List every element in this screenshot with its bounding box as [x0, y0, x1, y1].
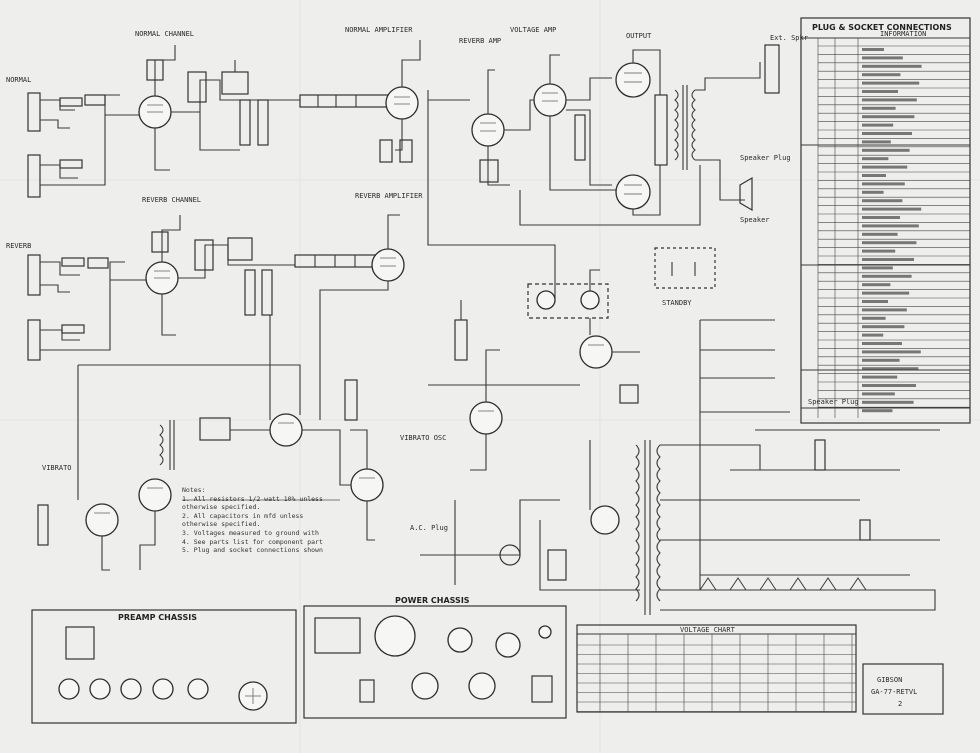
standby-label: STANDBY	[662, 299, 692, 307]
label-reverb-input: REVERB	[6, 242, 31, 250]
power-chassis-title: POWER CHASSIS	[395, 596, 470, 605]
label-reverb-amp: REVERB AMP	[459, 37, 501, 45]
tube-v14	[85, 503, 119, 537]
reverb-tank	[199, 417, 231, 441]
tube-v10-reverb-driver	[469, 401, 503, 435]
tube-v4-tone	[371, 248, 405, 282]
label-normal-input: NORMAL	[6, 76, 31, 84]
label-normal-channel: NORMAL CHANNEL	[135, 30, 194, 38]
tube-v8-output	[615, 174, 651, 210]
schematic-notes: Notes: 1. All resistors 1/2 watt 10% unl…	[182, 486, 352, 555]
plug-socket-connections-table	[800, 17, 971, 424]
notes-heading: Notes:	[182, 486, 206, 494]
power-transformer	[635, 440, 661, 615]
note-item: 4. See parts list for component part	[182, 537, 323, 546]
label-speaker: Speaker	[740, 216, 770, 224]
note-item: otherwise specified.	[182, 503, 261, 512]
tube-v13	[138, 478, 172, 512]
label-ext-speaker: Ext. Spkr	[770, 34, 808, 42]
plug-table-col-information: INFORMATION	[880, 30, 926, 38]
tube-v11-reverb-recovery	[269, 413, 303, 447]
label-vibrato-osc: VIBRATO OSC	[400, 434, 446, 442]
voltage-chart-table	[576, 624, 857, 713]
plug-table-speaker-plug: Speaker Plug	[808, 398, 859, 406]
label-voltage-amp: VOLTAGE AMP	[510, 26, 556, 34]
label-output: OUTPUT	[626, 32, 652, 40]
note-item: 1. All resistors 1/2 watt 10% unless	[182, 494, 323, 503]
note-item: 3. Voltages measured to ground with	[182, 528, 319, 537]
label-ac-plug: A.C. Plug	[410, 524, 448, 532]
preamp-chassis-title: PREAMP CHASSIS	[118, 613, 197, 622]
speaker-icon	[739, 176, 753, 212]
note-item: 5. Plug and socket connections shown	[182, 546, 323, 555]
standby-switch-diagram	[654, 247, 716, 289]
label-reverb-channel: REVERB CHANNEL	[142, 196, 201, 204]
reverb-transformer	[159, 420, 175, 470]
input-jacks-channel-2	[27, 254, 125, 361]
tube-v5-driver	[471, 113, 505, 147]
ac-plug-icon	[499, 544, 521, 566]
title-block-model: GA-77-RETVL	[871, 688, 917, 696]
input-jacks-channel-1	[27, 92, 120, 198]
output-transformer	[674, 85, 696, 170]
voltage-chart-title: VOLTAGE CHART	[680, 626, 736, 634]
power-chassis-layout	[303, 605, 567, 719]
label-reverb-amplifier: REVERB AMPLIFIER	[355, 192, 423, 200]
label-speaker-plug: Speaker Plug	[740, 154, 791, 162]
tube-v12-mixer	[350, 468, 384, 502]
rectifier-tube	[590, 505, 620, 535]
tube-v9-vibrato-osc	[579, 335, 613, 369]
title-block	[862, 663, 944, 715]
note-item: 2. All capacitors in mfd unless	[182, 511, 304, 520]
tube-v6-phase-inverter	[533, 83, 567, 117]
preamp-chassis-layout	[31, 609, 297, 724]
tube-v7-output	[615, 62, 651, 98]
label-vibrato-input: VIBRATO	[42, 464, 72, 472]
title-block-brand: GIBSON	[877, 676, 902, 684]
note-item: otherwise specified.	[182, 520, 261, 529]
photocell-lamp-unit	[527, 283, 609, 319]
label-normal-amplifier: NORMAL AMPLIFIER	[345, 26, 413, 34]
title-block-sheet: 2	[898, 700, 902, 708]
tube-v2-tone	[385, 86, 419, 120]
plug-table-title: PLUG & SOCKET CONNECTIONS	[812, 23, 952, 32]
